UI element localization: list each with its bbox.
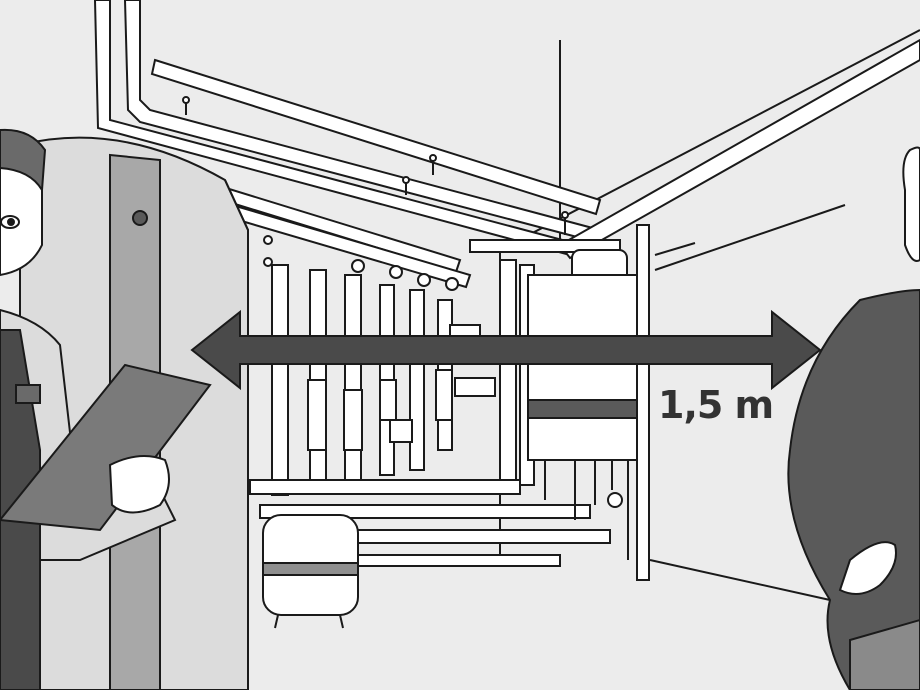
distance-label: 1,5 m [658,383,774,427]
clipboard [0,363,212,532]
ceiling-pipes [93,0,920,289]
wall-boiler [527,224,650,581]
distribution-pipes [249,235,611,567]
expansion-vessel [262,514,359,629]
technician-right [787,146,920,690]
double-headed-arrow-icon [190,309,822,391]
